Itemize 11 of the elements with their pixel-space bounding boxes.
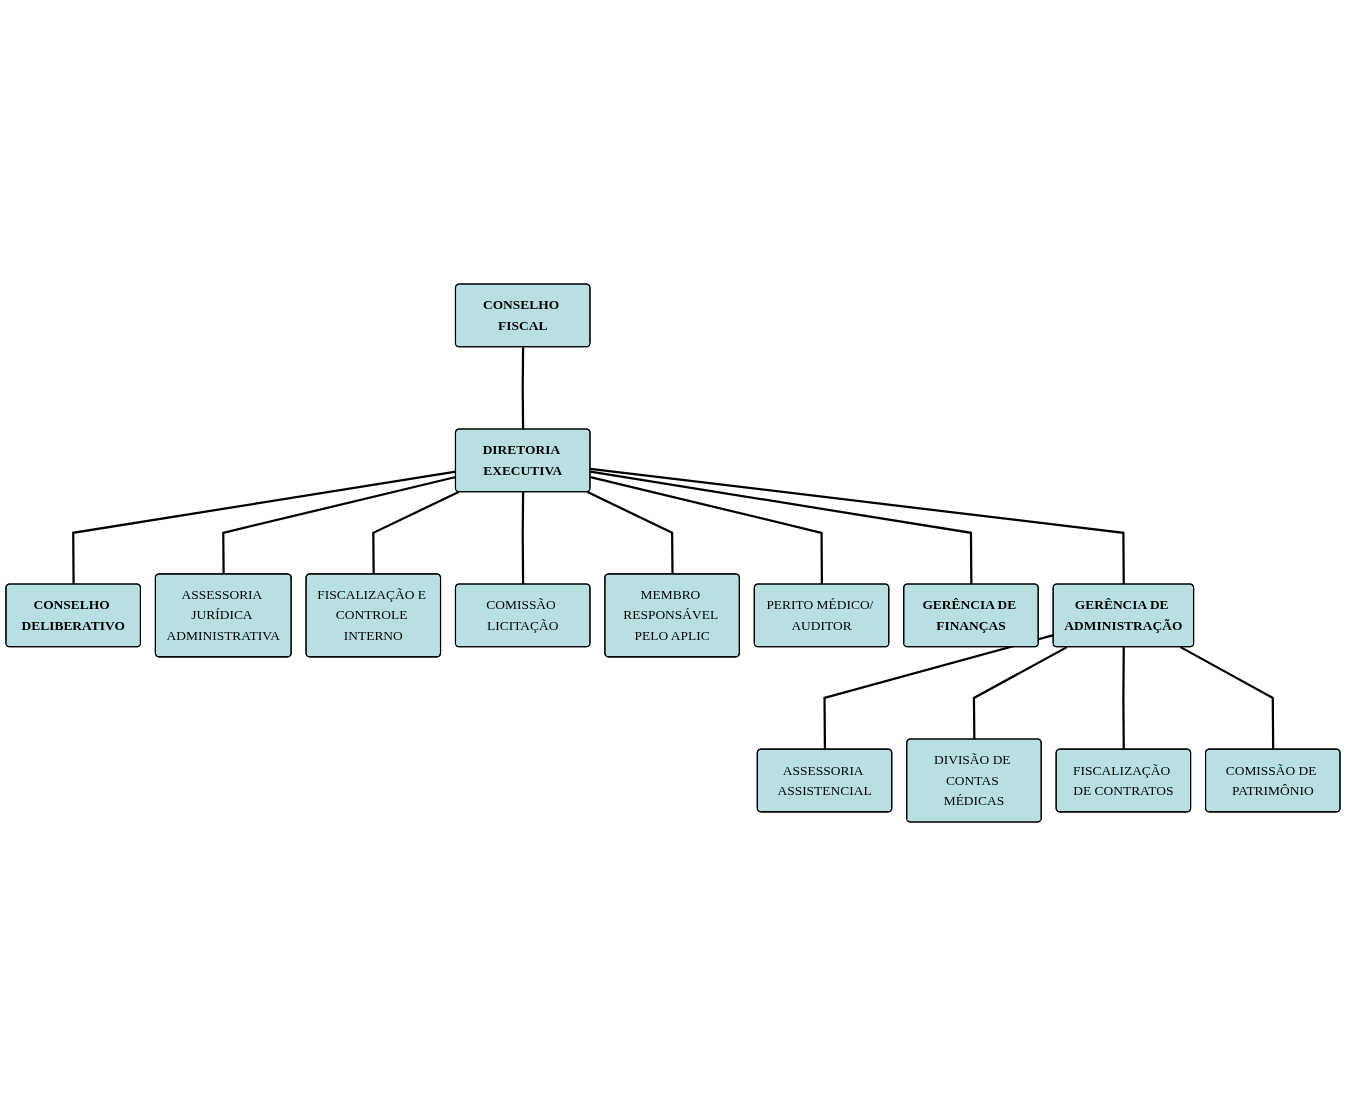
connector (1122, 647, 1125, 750)
connector (972, 646, 1068, 740)
connector (590, 470, 973, 585)
connector (372, 491, 460, 575)
connector (521, 347, 525, 430)
connector (587, 491, 674, 575)
connector (590, 467, 1125, 585)
connector (521, 492, 525, 585)
connector (590, 475, 824, 585)
connector (823, 634, 1054, 750)
connector (1180, 646, 1275, 750)
